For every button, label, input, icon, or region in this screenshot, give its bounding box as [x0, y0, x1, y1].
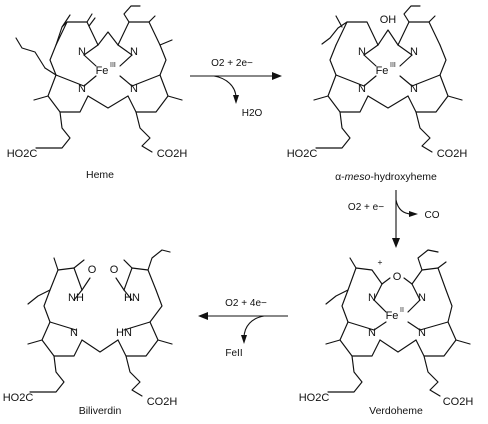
verdoheme-name: Verdoheme — [369, 405, 423, 417]
heme-fe: Fe — [96, 65, 109, 77]
verdoheme-ring-o: O — [393, 271, 402, 283]
heme-name: Heme — [86, 169, 114, 181]
biliverdin-left-acid: HO2C — [3, 392, 34, 404]
biliverdin-nh1: NH — [68, 292, 84, 304]
hydroxyheme-left-acid: HO2C — [287, 148, 318, 160]
biliverdin-o2: O — [110, 264, 119, 276]
biliverdin-hn1: HN — [124, 292, 140, 304]
verdoheme-fe: Fe — [386, 310, 399, 322]
verdoheme-structure: O + N N N N Fe II HO2C CO2H Verdoheme — [299, 249, 474, 417]
heme-n1: N — [78, 46, 86, 58]
verdoheme-bonds — [325, 249, 471, 397]
hydroxyheme-structure: OH N N N N Fe III HO2C CO2H α-meso-hydro… — [287, 5, 468, 183]
step1-reagent: O2 + 2e− — [211, 58, 253, 69]
verdoheme-n4: N — [418, 327, 426, 339]
heme-n2: N — [130, 46, 138, 58]
heme-n4: N — [130, 83, 138, 95]
verdoheme-left-acid: HO2C — [299, 392, 330, 404]
heme-bonds — [15, 5, 183, 153]
hydroxyheme-right-acid: CO2H — [437, 148, 468, 160]
hydroxyheme-fe: Fe — [376, 65, 389, 77]
biliverdin-hn2: HN — [116, 327, 132, 339]
verdoheme-fe-oxidation: II — [400, 307, 404, 314]
heme-fe-oxidation: III — [110, 62, 116, 69]
heme-labels: N N N N Fe III HO2C CO2H Heme — [7, 46, 188, 181]
step3-byproduct: FeII — [225, 348, 242, 359]
biliverdin-labels: O O NH HN N HN HO2C CO2H Biliverdin — [3, 264, 178, 417]
hydroxyheme-name: α-meso-hydroxyheme — [335, 171, 437, 183]
biliverdin-n3: N — [70, 327, 78, 339]
hydroxyheme-labels: OH N N N N Fe III HO2C CO2H α-meso-hydro… — [287, 14, 468, 183]
hydroxyheme-bonds — [313, 5, 463, 153]
heme-left-acid: HO2C — [7, 148, 38, 160]
step3-reagent: O2 + 4e− — [225, 298, 267, 309]
biliverdin-name: Biliverdin — [79, 405, 122, 417]
heme-structure: N N N N Fe III HO2C CO2H Heme — [7, 5, 188, 181]
hydroxyheme-n2: N — [410, 46, 418, 58]
step2-arrow: O2 + e− CO — [348, 190, 440, 248]
biliverdin-structure: O O NH HN N HN HO2C CO2H Biliverdin — [3, 249, 178, 417]
biliverdin-bonds — [27, 249, 173, 397]
heme-n3: N — [78, 83, 86, 95]
hydroxyheme-oh: OH — [380, 14, 397, 26]
verdoheme-n2: N — [418, 292, 426, 304]
verdoheme-n3: N — [368, 327, 376, 339]
step1-arrow: O2 + 2e− H2O — [190, 58, 282, 119]
verdoheme-labels: O + N N N N Fe II HO2C CO2H Verdoheme — [299, 257, 474, 417]
verdoheme-charge: + — [378, 257, 383, 267]
step3-arrow: O2 + 4e− FeII — [198, 298, 288, 359]
hydroxyheme-n4: N — [410, 83, 418, 95]
biliverdin-right-acid: CO2H — [147, 396, 178, 408]
verdoheme-n1: N — [368, 292, 376, 304]
hydroxyheme-fe-oxidation: III — [390, 62, 396, 69]
step2-reagent: O2 + e− — [348, 202, 384, 213]
step2-byproduct: CO — [425, 210, 440, 221]
heme-right-acid: CO2H — [157, 148, 188, 160]
step1-byproduct: H2O — [242, 108, 263, 119]
hydroxyheme-n3: N — [358, 83, 366, 95]
verdoheme-right-acid: CO2H — [443, 396, 474, 408]
hydroxyheme-n1: N — [358, 46, 366, 58]
biliverdin-o1: O — [88, 264, 97, 276]
